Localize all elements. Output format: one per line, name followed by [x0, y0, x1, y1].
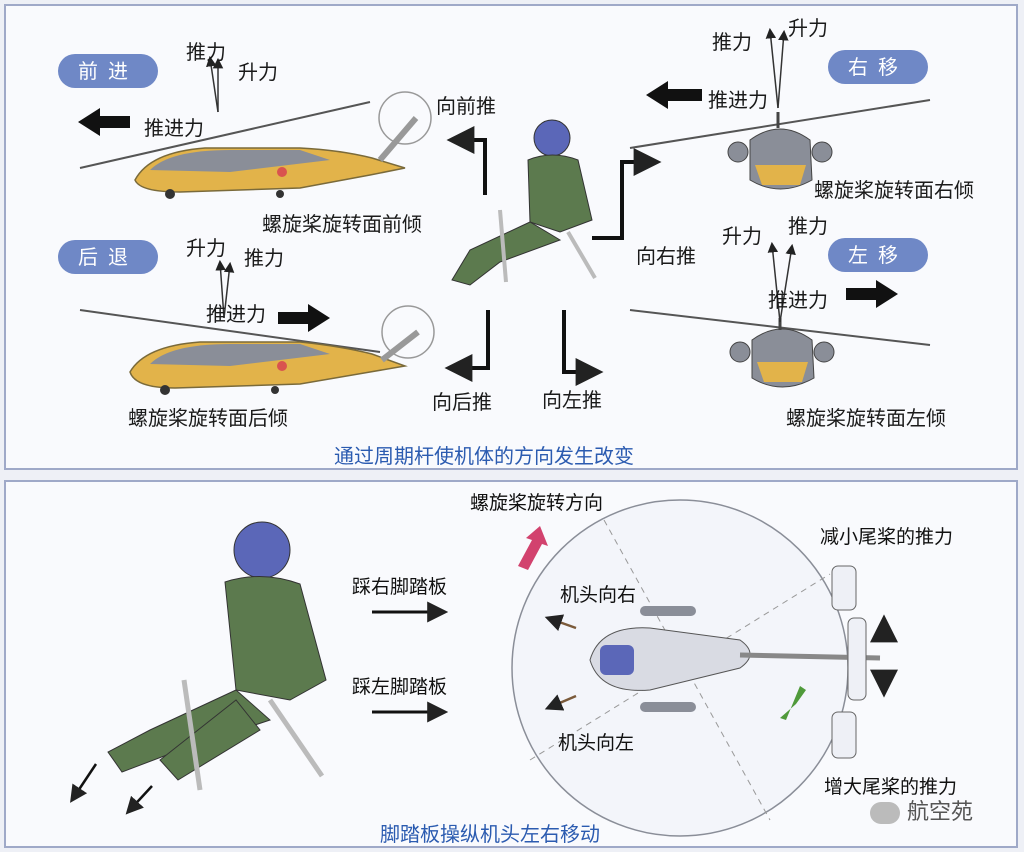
badge-right: 右移 — [828, 50, 928, 84]
forward-lift-label: 升力 — [238, 56, 278, 85]
pilot-cyclic — [452, 120, 595, 285]
left-propulsion-label: 推进力 — [768, 284, 828, 313]
helicopter-forward — [80, 92, 431, 199]
pilot-pedals — [72, 522, 326, 812]
watermark-text: 航空苑 — [907, 800, 973, 825]
press-right-label: 踩右脚踏板 — [352, 572, 447, 599]
badge-forward: 前进 — [58, 54, 158, 88]
nose-right-label: 机头向右 — [560, 580, 636, 607]
forward-propulsion-label: 推进力 — [144, 112, 204, 141]
backward-thrust-label: 推力 — [244, 242, 284, 271]
right-lift-label: 升力 — [788, 12, 828, 41]
left-lift-label: 升力 — [722, 220, 762, 249]
nose-left-label: 机头向左 — [558, 728, 634, 755]
forward-tilt-label: 螺旋桨旋转面前倾 — [262, 208, 422, 237]
forward-thrust-label: 推力 — [186, 36, 226, 65]
rotor-direction-label: 螺旋桨旋转方向 — [470, 488, 603, 515]
top-caption: 通过周期杆使机体的方向发生改变 — [334, 440, 634, 469]
badge-left: 左移 — [828, 238, 928, 272]
badge-backward: 后退 — [58, 240, 158, 274]
push-left-label: 向左推 — [542, 384, 602, 413]
push-back-label: 向后推 — [432, 386, 492, 415]
backward-propulsion-label: 推进力 — [206, 298, 266, 327]
backward-lift-label: 升力 — [186, 232, 226, 261]
right-tilt-label: 螺旋桨旋转面右倾 — [814, 174, 974, 203]
bottom-caption: 脚踏板操纵机头左右移动 — [380, 818, 600, 847]
press-left-label: 踩左脚踏板 — [352, 672, 447, 699]
reduce-tail-label: 减小尾桨的推力 — [820, 522, 953, 549]
backward-tilt-label: 螺旋桨旋转面后倾 — [128, 402, 288, 431]
wechat-icon — [870, 802, 900, 824]
push-right-label: 向右推 — [636, 240, 696, 269]
push-forward-label: 向前推 — [436, 90, 496, 119]
right-thrust-label: 推力 — [712, 26, 752, 55]
right-propulsion-label: 推进力 — [708, 84, 768, 113]
left-tilt-label: 螺旋桨旋转面左倾 — [786, 402, 946, 431]
watermark: 航空苑 — [870, 794, 973, 826]
left-thrust-label: 推力 — [788, 210, 828, 239]
